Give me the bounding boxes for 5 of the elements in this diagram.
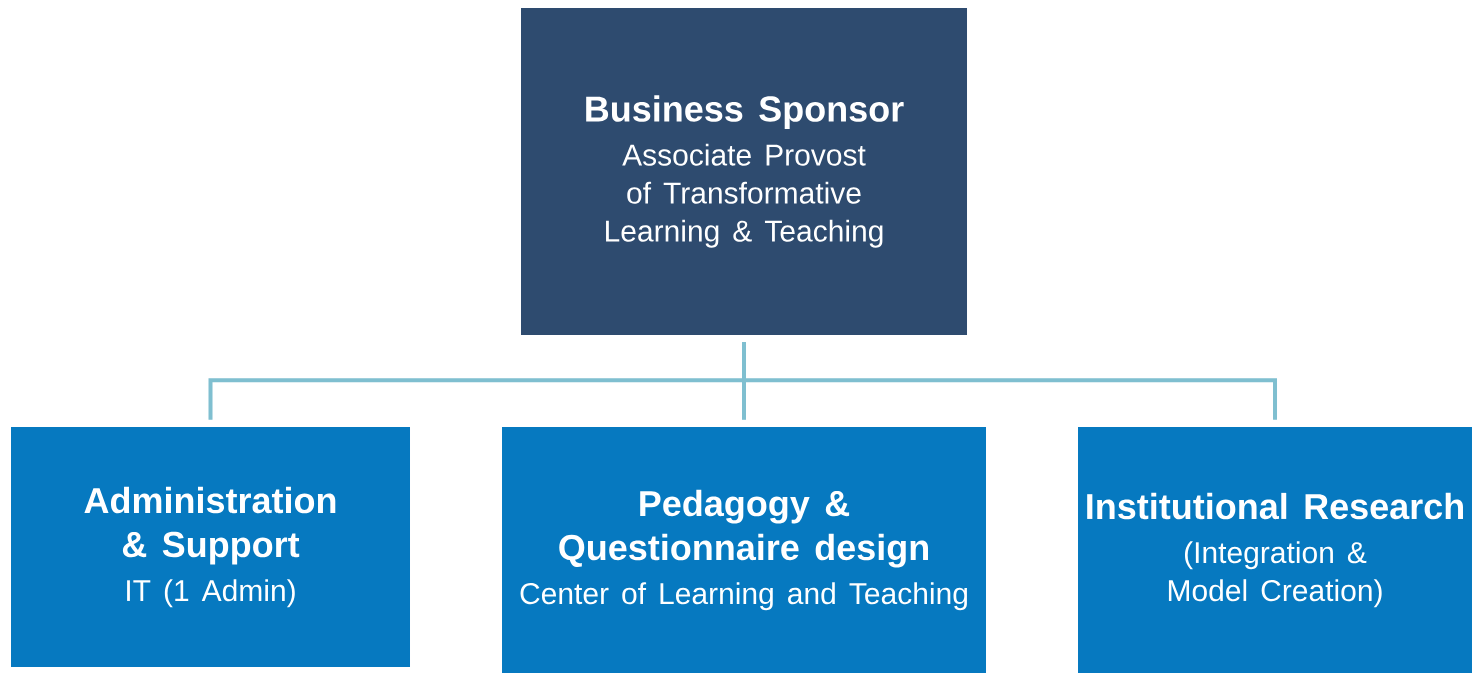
connector-line <box>742 342 1277 420</box>
team-box: Administration & Support IT (1 Admin) <box>11 427 410 667</box>
team-box: Pedagogy & Questionnaire design Center of Learning and Teaching <box>502 427 986 673</box>
team-box: Institutional Research (Integration & Model Creation) <box>1078 427 1472 673</box>
sponsor-box: Business Sponsor Associate Provost of Transformative Learning & Teaching <box>521 8 967 335</box>
